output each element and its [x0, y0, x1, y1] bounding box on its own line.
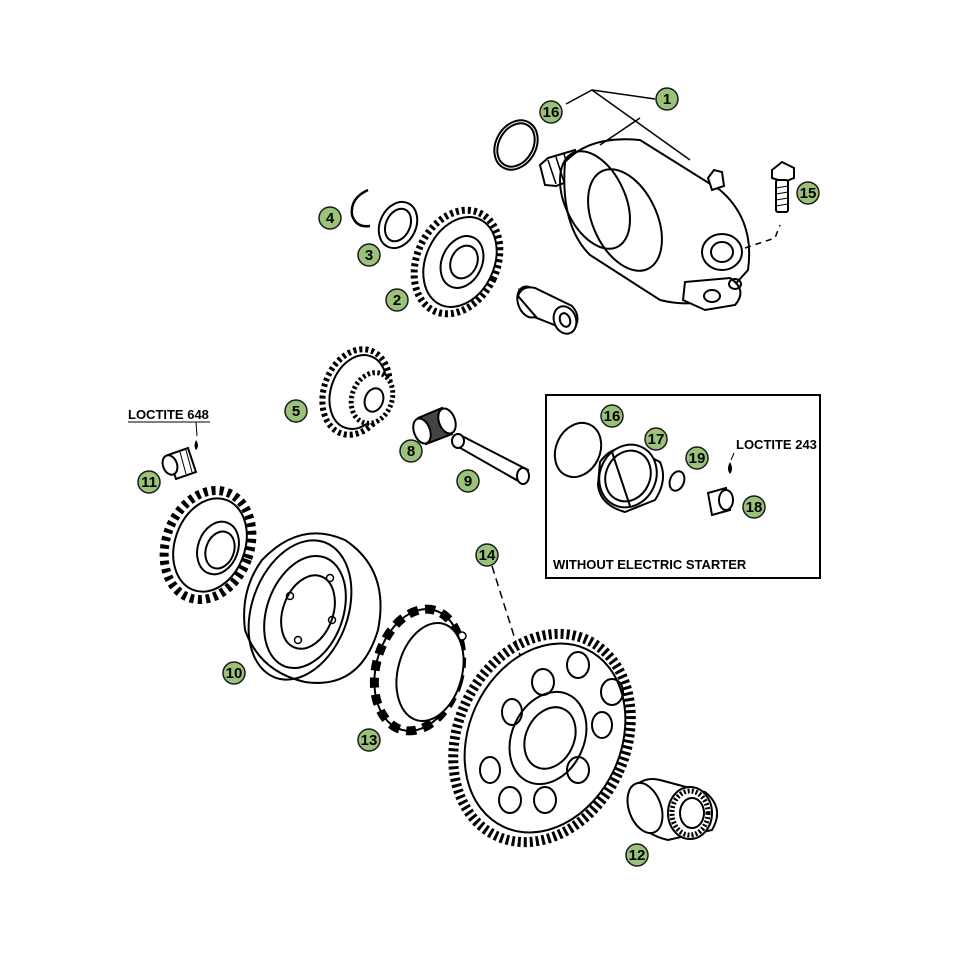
label-loctite-648: LOCTITE 648	[128, 407, 209, 422]
circlip-part-4	[350, 188, 371, 228]
callout-number: 19	[689, 450, 706, 467]
leader-line-14	[491, 565, 521, 656]
callout-13: 13	[357, 728, 381, 752]
callout-4: 4	[318, 206, 342, 230]
double-gear-part-5	[319, 346, 396, 438]
callout-16-inset: 16	[600, 404, 624, 428]
callout-9: 9	[456, 469, 480, 493]
needle-bearing-part-12	[626, 778, 719, 842]
callout-number: 10	[226, 665, 243, 682]
callout-number: 16	[543, 104, 560, 121]
callout-number: 15	[800, 185, 817, 202]
callout-number: 1	[663, 91, 671, 108]
gear-left	[159, 485, 257, 605]
callout-2: 2	[385, 288, 409, 312]
callout-number: 2	[393, 292, 401, 309]
callout-15: 15	[796, 181, 820, 205]
label-loctite-243: LOCTITE 243	[736, 437, 817, 452]
callout-3: 3	[357, 243, 381, 267]
callout-number: 13	[361, 732, 378, 749]
freewheel-part-13	[369, 604, 467, 736]
callout-10: 10	[222, 661, 246, 685]
callout-18: 18	[742, 495, 766, 519]
bushing	[516, 285, 579, 335]
o-ring-part-16-inset	[553, 421, 603, 479]
callout-number: 12	[629, 847, 646, 864]
callout-number: 16	[604, 408, 621, 425]
callout-number: 18	[746, 499, 763, 516]
screw-part-15	[771, 160, 795, 213]
seal-ring-part-19	[668, 470, 686, 492]
plug-part-17	[596, 443, 665, 514]
callout-number: 14	[479, 547, 496, 564]
callout-number: 17	[648, 431, 665, 448]
callout-12: 12	[625, 843, 649, 867]
callouts: 1 2 3 4 5 8 9 10 11 12 13 14 15 16 16 17…	[137, 87, 820, 867]
leader-line-1b	[599, 117, 641, 146]
pin-part-9	[451, 433, 530, 485]
callout-number: 8	[407, 443, 415, 460]
callout-number: 4	[326, 210, 335, 227]
leader-line-1c	[591, 89, 656, 100]
callout-number: 5	[292, 403, 300, 420]
freewheel-housing-part-10	[243, 532, 382, 684]
inset-without-electric-starter: WITHOUT ELECTRIC STARTER LOCTITE 243	[545, 394, 821, 579]
callout-number: 9	[464, 473, 472, 490]
gear-part-2	[410, 206, 504, 318]
label-without-electric-starter: WITHOUT ELECTRIC STARTER	[553, 557, 747, 572]
callout-number: 3	[365, 247, 373, 264]
callout-1: 1	[655, 87, 679, 111]
callout-17: 17	[644, 427, 668, 451]
starter-motor	[538, 138, 781, 312]
screw-part-11	[128, 421, 210, 481]
needle-bearing-part-8	[412, 406, 457, 446]
callout-5: 5	[284, 399, 308, 423]
callout-11: 11	[137, 470, 161, 494]
starter-gear-part-14	[448, 628, 636, 848]
callout-number: 11	[141, 474, 157, 491]
screw-part-18	[706, 452, 735, 517]
o-ring-part-16	[493, 119, 539, 171]
callout-8: 8	[399, 439, 423, 463]
callout-16-top: 16	[539, 100, 563, 124]
washer-part-3	[377, 200, 419, 250]
callout-19: 19	[685, 446, 709, 470]
callout-14: 14	[475, 543, 499, 567]
